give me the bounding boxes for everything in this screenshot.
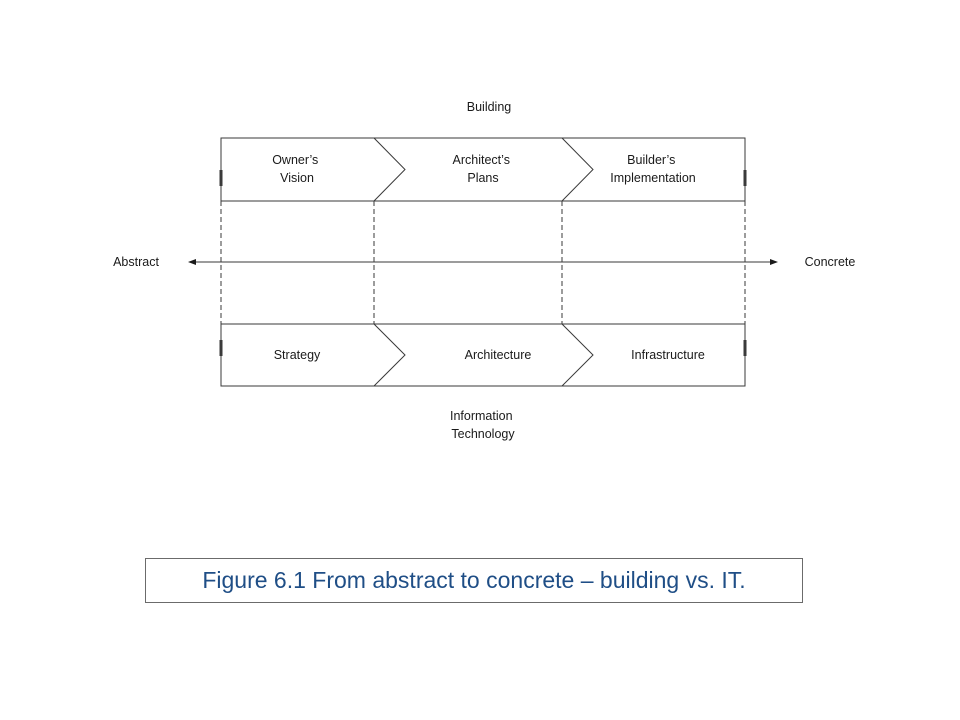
it-title-line-1: Information bbox=[450, 409, 513, 423]
building-stage-owners-vision: Owner’s Vision bbox=[272, 153, 322, 185]
figure-caption: Figure 6.1 From abstract to concrete – b… bbox=[202, 567, 746, 593]
building-chevron-2 bbox=[561, 137, 594, 202]
building-title: Building bbox=[467, 100, 512, 114]
axis-arrow-left-icon bbox=[188, 259, 196, 265]
building-chevron-1 bbox=[373, 137, 406, 202]
building-row-frame bbox=[220, 137, 746, 202]
building-row: Owner’s Vision Architect’s Plans Builder… bbox=[219, 137, 747, 202]
it-chevron-1 bbox=[373, 323, 406, 387]
it-title-line-2: Technology bbox=[451, 427, 515, 441]
axis-label-abstract: Abstract bbox=[113, 255, 159, 269]
building-stage-builders-implementation: Builder’s Implementation bbox=[610, 153, 696, 185]
building-stage-2-line-2: Plans bbox=[467, 171, 498, 185]
it-chevron-2 bbox=[561, 323, 594, 387]
building-stage-3-line-1: Builder’s bbox=[627, 153, 675, 167]
building-stage-1-line-2: Vision bbox=[280, 171, 314, 185]
abstract-concrete-axis: Abstract Concrete bbox=[113, 255, 855, 269]
axis-label-concrete: Concrete bbox=[805, 255, 856, 269]
axis-arrow-right-icon bbox=[770, 259, 778, 265]
figure-caption-box: Figure 6.1 From abstract to concrete – b… bbox=[145, 558, 803, 603]
building-stage-1-line-1: Owner’s bbox=[272, 153, 318, 167]
it-stage-strategy: Strategy bbox=[274, 348, 321, 362]
it-row: Strategy Architecture Infrastructure bbox=[219, 323, 747, 387]
building-stage-2-line-1: Architect’s bbox=[453, 153, 510, 167]
building-stage-architects-plans: Architect’s Plans bbox=[453, 153, 514, 185]
information-technology-title: Information Technology bbox=[450, 409, 516, 441]
dashed-connectors bbox=[220, 201, 746, 324]
building-stage-3-line-2: Implementation bbox=[610, 171, 696, 185]
it-stage-infrastructure: Infrastructure bbox=[631, 348, 705, 362]
it-stage-architecture: Architecture bbox=[465, 348, 532, 362]
